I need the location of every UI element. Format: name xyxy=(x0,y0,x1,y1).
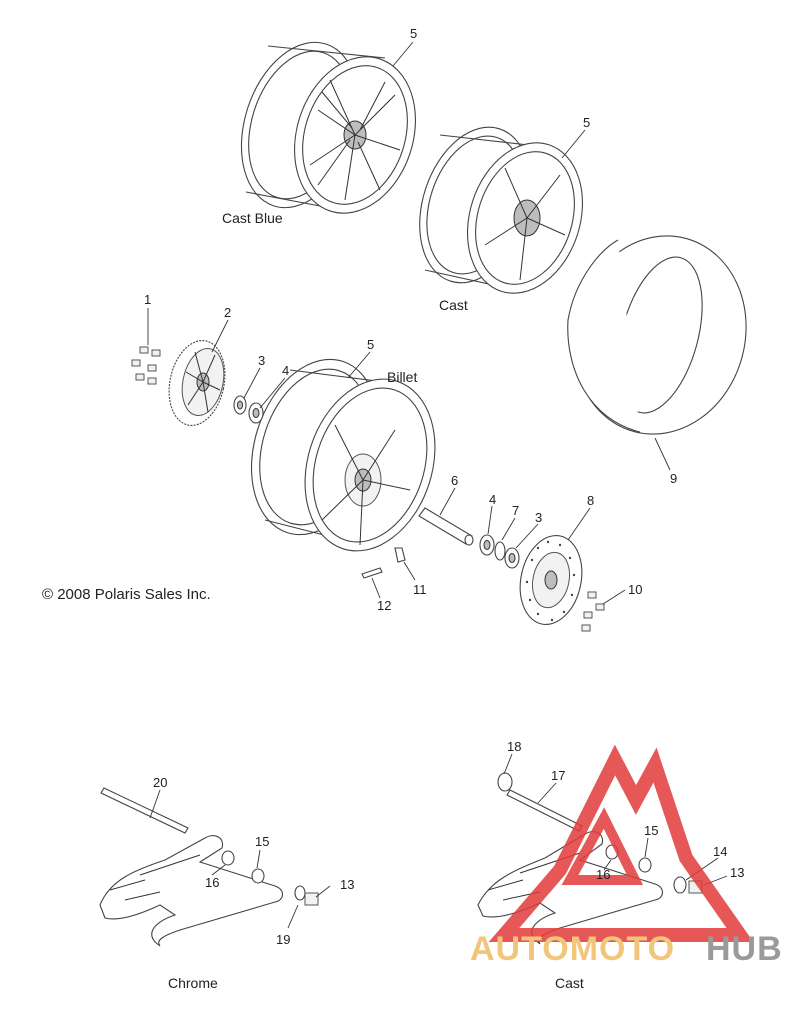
wheel-cast xyxy=(419,126,584,294)
callout-10: 10 xyxy=(628,582,643,597)
callout-2: 2 xyxy=(224,305,232,320)
copyright-notice: © 2008 Polaris Sales Inc. xyxy=(42,586,211,603)
callout-9: 9 xyxy=(670,471,678,486)
bearing-right xyxy=(504,547,520,569)
callout-12: 12 xyxy=(377,598,392,613)
bearing-left xyxy=(233,395,247,415)
snap-ring xyxy=(494,541,506,561)
callout-1: 1 xyxy=(144,292,152,307)
callout-16-chrome: 16 xyxy=(205,875,220,890)
callout-15-chrome: 15 xyxy=(255,834,270,849)
wheel-cast-blue xyxy=(240,41,416,214)
callout-11: 11 xyxy=(413,582,427,597)
wheel-weight xyxy=(361,567,383,579)
callout-14: 14 xyxy=(713,844,728,859)
swingarm-cast xyxy=(477,772,703,945)
callout-19: 19 xyxy=(276,932,291,947)
watermark-logo xyxy=(488,744,754,942)
callout-5-billet: 5 xyxy=(367,337,375,352)
leader-lines xyxy=(147,41,728,929)
callout-6: 6 xyxy=(451,473,459,488)
spacer-right xyxy=(479,534,495,556)
callout-16-cast: 16 xyxy=(596,867,611,882)
swingarm-chrome xyxy=(99,787,319,947)
callout-13-cast: 13 xyxy=(730,865,745,880)
callout-4-left: 4 xyxy=(282,363,290,378)
callout-13-chrome: 13 xyxy=(340,877,355,892)
axle-spacer xyxy=(418,507,474,546)
tire xyxy=(567,235,747,435)
callout-3-left: 3 xyxy=(258,353,266,368)
callout-5-cast: 5 xyxy=(583,115,591,130)
callout-5-cast-blue: 5 xyxy=(410,26,418,41)
variant-label-billet: Billet xyxy=(387,369,418,385)
sprocket-bolts xyxy=(131,346,161,385)
callout-20: 20 xyxy=(153,775,168,790)
variant-label-cast-wheel: Cast xyxy=(439,297,468,313)
variant-label-chrome: Chrome xyxy=(168,975,218,991)
watermark-text-hub: HUB xyxy=(706,930,783,968)
brake-disc xyxy=(519,534,583,626)
callout-15-cast: 15 xyxy=(644,823,659,838)
spacer-left xyxy=(248,402,264,424)
callout-17: 17 xyxy=(551,768,566,783)
callout-18: 18 xyxy=(507,739,522,754)
wheel-billet xyxy=(250,358,436,552)
variant-label-cast-blue: Cast Blue xyxy=(222,210,283,226)
watermark-text-automoto: AUTOMOTO xyxy=(470,930,676,968)
sprocket xyxy=(168,340,226,426)
callout-4-right: 4 xyxy=(489,492,497,507)
disc-bolts xyxy=(581,591,605,632)
callout-3-right: 3 xyxy=(535,510,543,525)
valve-stem xyxy=(394,547,406,563)
callout-8: 8 xyxy=(587,493,595,508)
callout-7: 7 xyxy=(512,503,520,518)
variant-label-cast-swingarm: Cast xyxy=(555,975,584,991)
